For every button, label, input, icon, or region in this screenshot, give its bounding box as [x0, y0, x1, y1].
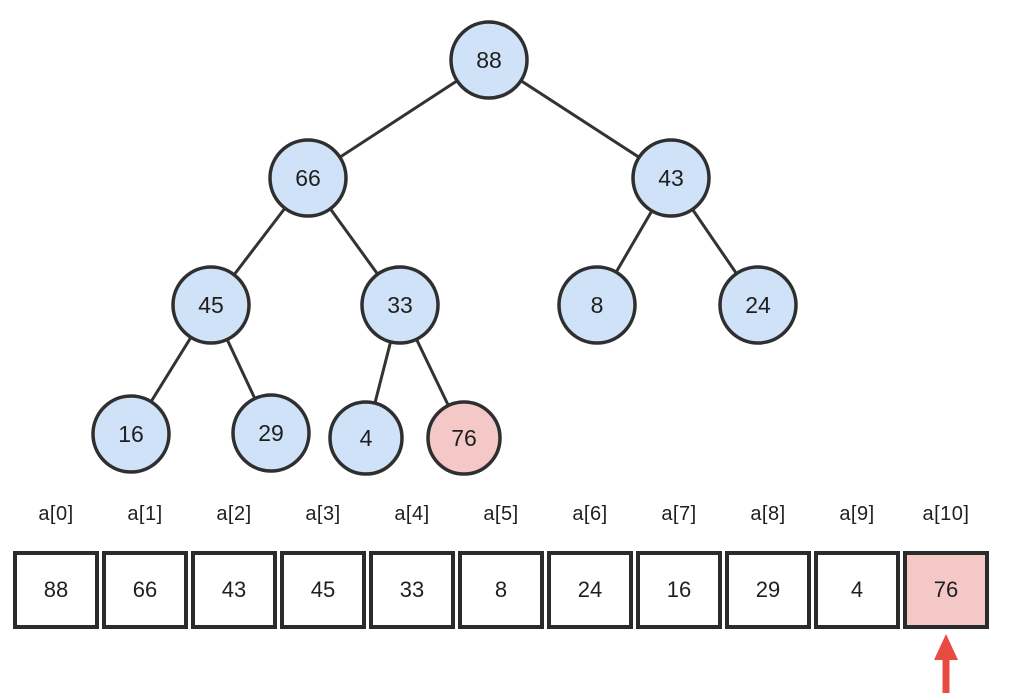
tree-node-value: 24	[745, 292, 771, 318]
tree-node-circle	[171, 265, 251, 345]
tree-node-circle	[268, 138, 348, 218]
array-index-labels: a[0] a[1] a[2] a[3] a[4] a[5] a[6] a[7] a[8] a[9]…	[13, 503, 989, 526]
array-cell-6: 24	[547, 551, 633, 629]
array-index-label-8: a[8]	[750, 503, 786, 525]
array-index-label-1: a[1]	[127, 503, 163, 525]
tree-node-circle	[557, 265, 637, 345]
tree-node-value: 43	[658, 165, 684, 191]
array-cell-9: 4	[814, 551, 900, 629]
tree-node-value: 66	[295, 165, 321, 191]
tree-node-66: 66	[268, 138, 348, 218]
array-index-label-2: a[2]	[216, 503, 252, 525]
tree-node-value: 8	[591, 292, 604, 318]
array-cell-7: 16	[636, 551, 722, 629]
tree-node-circle	[231, 393, 311, 473]
array-index-label-7: a[7]	[661, 503, 697, 525]
tree-node-88: 88	[449, 20, 529, 100]
insertion-arrow	[934, 634, 958, 693]
tree-node-45: 45	[171, 265, 251, 345]
tree-node-circle	[328, 400, 404, 476]
arrow-stem	[942, 658, 950, 693]
array-index-label-4: a[4]	[394, 503, 430, 525]
tree-node-16: 16	[91, 394, 171, 474]
tree-node-value: 16	[118, 421, 144, 447]
array-cell-3: 45	[280, 551, 366, 629]
array-index-label-5: a[5]	[483, 503, 519, 525]
array-cell-1: 66	[102, 551, 188, 629]
array-cell-8: 29	[725, 551, 811, 629]
tree-node-circle	[449, 20, 529, 100]
tree-node-circle	[360, 265, 440, 345]
array-index-label-6: a[6]	[572, 503, 608, 525]
tree-node-value: 76	[451, 425, 477, 451]
tree-node-value: 29	[258, 420, 284, 446]
tree-node-circle	[718, 265, 798, 345]
tree-node-43: 43	[631, 138, 711, 218]
array-index-label-0: a[0]	[38, 503, 74, 525]
tree-node-24: 24	[718, 265, 798, 345]
tree-node-76: 76	[426, 400, 502, 476]
tree-node-value: 88	[476, 47, 502, 73]
tree-node-circle	[91, 394, 171, 474]
array-index-label-9: a[9]	[839, 503, 875, 525]
array-cell-5: 8	[458, 551, 544, 629]
tree-node-value: 45	[198, 292, 224, 318]
tree-node-33: 33	[360, 265, 440, 345]
tree-node-4: 4	[328, 400, 404, 476]
tree-node-29: 29	[231, 393, 311, 473]
tree-node-circle	[631, 138, 711, 218]
tree-node-value: 4	[360, 425, 373, 451]
array-cell-0: 88	[13, 551, 99, 629]
heap-tree: 88 66 43 45 33 8 24 16 29 4 76	[91, 20, 798, 476]
arrow-head-icon	[934, 634, 958, 660]
array-index-label-3: a[3]	[305, 503, 341, 525]
tree-node-circle-highlighted	[426, 400, 502, 476]
array-cell-4: 33	[369, 551, 455, 629]
array-cell-10-highlighted: 76	[903, 551, 989, 629]
tree-node-value: 33	[387, 292, 413, 318]
array-index-label-10: a[10]	[922, 503, 970, 525]
array-cell-2: 43	[191, 551, 277, 629]
tree-node-8: 8	[557, 265, 637, 345]
